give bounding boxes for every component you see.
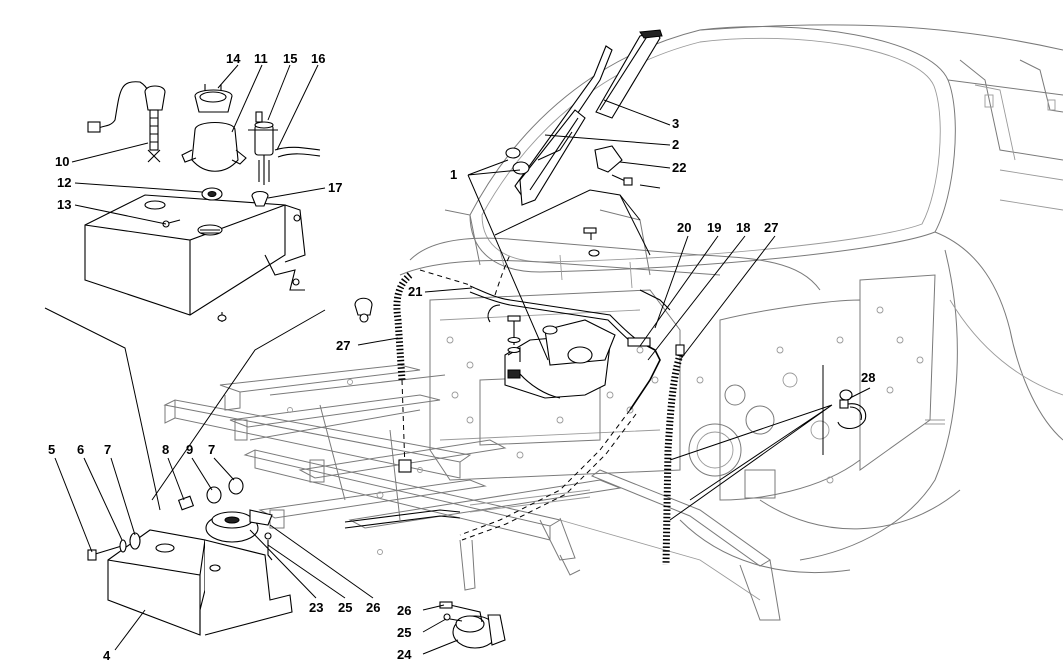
callout-9: 9 bbox=[186, 442, 193, 457]
callout-11: 11 bbox=[254, 51, 268, 66]
callout-27b: 27 bbox=[764, 220, 778, 235]
callout-25a: 25 bbox=[338, 600, 352, 615]
wiper-assembly bbox=[354, 29, 663, 399]
callout-27a: 27 bbox=[336, 338, 350, 353]
callout-15: 15 bbox=[283, 51, 297, 66]
callout-1: 1 bbox=[450, 167, 457, 182]
callout-7b: 7 bbox=[208, 442, 215, 457]
callout-6: 6 bbox=[77, 442, 84, 457]
callout-10: 10 bbox=[55, 154, 69, 169]
callout-2: 2 bbox=[672, 137, 679, 152]
callout-5: 5 bbox=[48, 442, 55, 457]
callout-13: 13 bbox=[57, 197, 71, 212]
callout-19: 19 bbox=[707, 220, 721, 235]
inset-pointer-lines bbox=[44, 189, 824, 511]
horn-bracket-assembly bbox=[87, 477, 293, 636]
car-body-outline bbox=[469, 24, 1063, 621]
callout-4: 4 bbox=[103, 648, 111, 663]
callout-labels: 1 2 3 4 5 6 7 7 8 9 10 11 12 13 14 15 16… bbox=[48, 51, 875, 663]
callout-12: 12 bbox=[57, 175, 71, 190]
washer-hoses bbox=[344, 254, 867, 566]
washer-reservoir-assembly bbox=[84, 81, 321, 322]
callout-3: 3 bbox=[672, 116, 679, 131]
lower-horn-assembly bbox=[439, 601, 506, 649]
callout-25b: 25 bbox=[397, 625, 411, 640]
callout-7a: 7 bbox=[104, 442, 111, 457]
callout-18: 18 bbox=[736, 220, 750, 235]
callout-26a: 26 bbox=[366, 600, 380, 615]
callout-24: 24 bbox=[397, 647, 412, 662]
callout-14: 14 bbox=[226, 51, 241, 66]
callout-26b: 26 bbox=[397, 603, 411, 618]
callout-8: 8 bbox=[162, 442, 169, 457]
leader-lines bbox=[54, 64, 871, 655]
callout-20: 20 bbox=[677, 220, 691, 235]
callout-21: 21 bbox=[408, 284, 422, 299]
callout-16: 16 bbox=[311, 51, 325, 66]
callout-28: 28 bbox=[861, 370, 875, 385]
callout-23: 23 bbox=[309, 600, 323, 615]
callout-17: 17 bbox=[328, 180, 342, 195]
callout-22: 22 bbox=[672, 160, 686, 175]
